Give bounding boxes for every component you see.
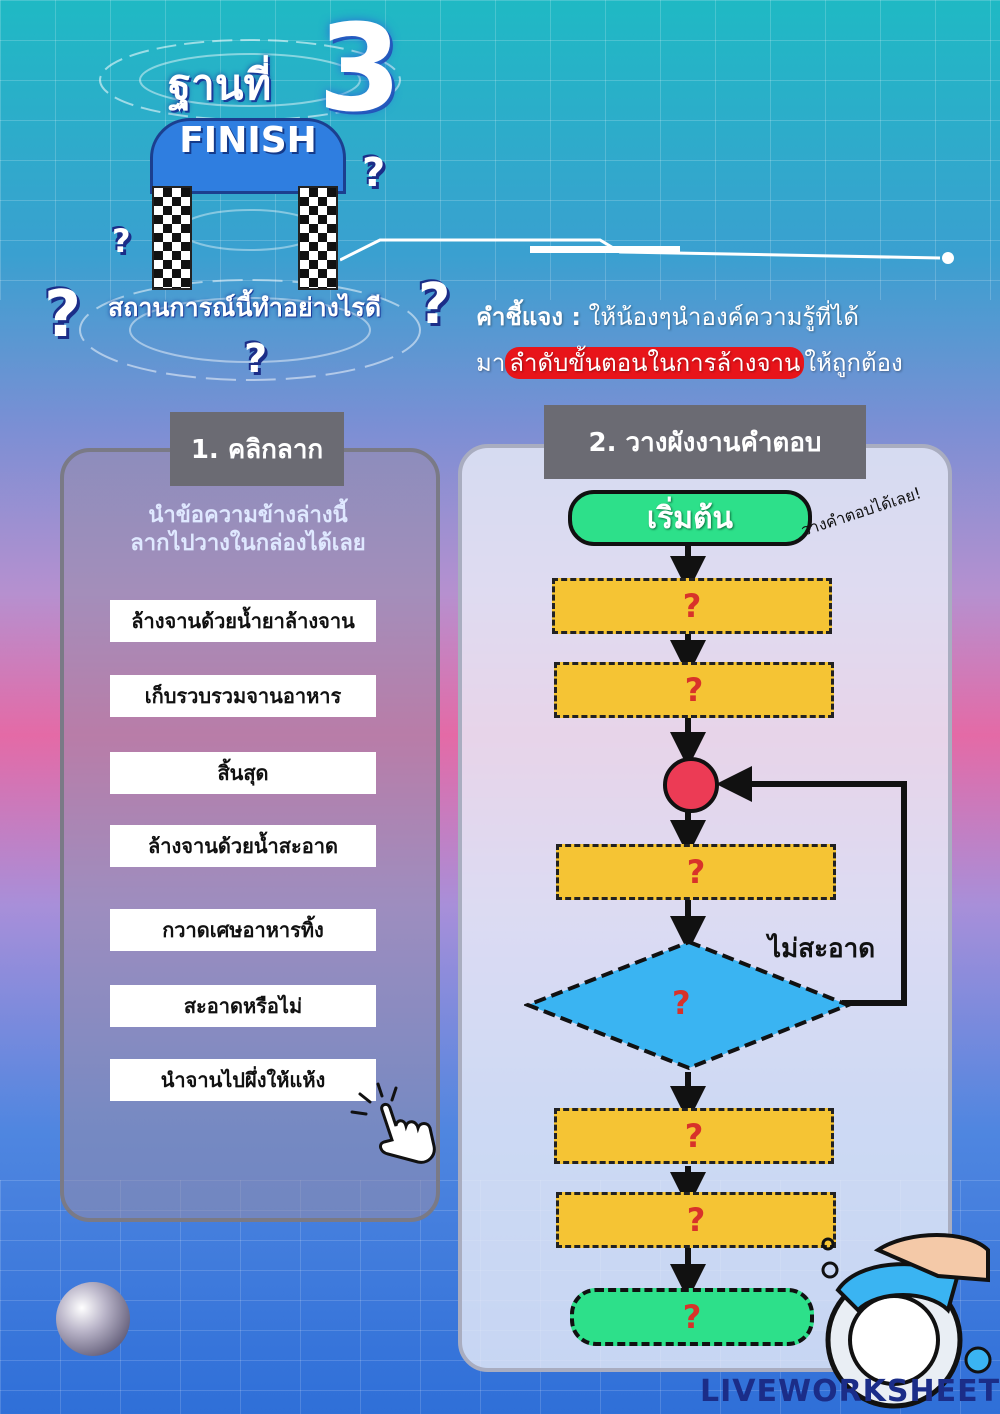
tech-line-decoration	[340, 238, 954, 264]
station-number: 3	[318, 0, 402, 139]
liveworksheets-logo: LIVEWORKSHEETS	[700, 1374, 1000, 1409]
answer-slot-6[interactable]: ?	[556, 1192, 836, 1248]
placeholder-question: ?	[684, 1117, 704, 1155]
question-mark-icon: ?	[418, 272, 451, 337]
answer-slot-3[interactable]: ?	[556, 844, 836, 900]
flowchart-connectors	[670, 540, 907, 1300]
draggable-card[interactable]: สะอาดหรือไม่	[110, 985, 376, 1027]
instructions-line2-end: ให้ถูกต้อง	[804, 349, 903, 377]
draggable-card[interactable]: ล้างจานด้วยน้ำยาล้างจาน	[110, 600, 376, 642]
finish-arch	[150, 118, 346, 194]
draggable-card[interactable]: นำจานไปผึ่งให้แห้ง	[110, 1059, 376, 1101]
answer-slot-5[interactable]: ?	[554, 1108, 834, 1164]
draggable-card[interactable]: กวาดเศษอาหารทิ้ง	[110, 909, 376, 951]
flowchart-start: เริ่มต้น	[568, 490, 812, 546]
hand-pointer-icon	[350, 1082, 436, 1164]
drag-panel-header: 1. คลิกลาก	[170, 412, 344, 486]
instructions: คำชี้แจง : ให้น้องๆนำองค์ความรู้ที่ได้ ม…	[476, 294, 903, 386]
station-label: ฐานที่	[168, 60, 272, 109]
instructions-line2-start: มา	[476, 349, 506, 377]
drag-hint-line1: นำข้อความข้างล่างนี้	[148, 503, 348, 528]
draggable-card[interactable]: เก็บรวบรวมจานอาหาร	[110, 675, 376, 717]
drag-hint-line2: ลากไปวางในกล่องได้เลย	[130, 531, 366, 556]
flowchart-panel-header: 2. วางผังงานคำตอบ	[544, 405, 866, 479]
placeholder-question: ?	[682, 1298, 702, 1336]
instructions-highlight: ลำดับขั้นตอนในการล้างจาน	[505, 347, 805, 379]
checkered-post-right	[298, 186, 338, 290]
flowchart-connector-circle	[663, 757, 719, 813]
draggable-card[interactable]: สิ้นสุด	[110, 752, 376, 794]
instructions-line1: ให้น้องๆนำองค์ความรู้ที่ได้	[588, 303, 859, 331]
question-mark-icon: ?	[244, 336, 268, 382]
not-clean-label: ไม่สะอาด	[768, 934, 876, 964]
decorative-sphere	[56, 1282, 130, 1356]
placeholder-question: ?	[686, 1201, 706, 1239]
placeholder-question: ?	[684, 671, 704, 709]
question-mark-icon: ?	[362, 150, 386, 196]
instructions-prefix: คำชี้แจง :	[476, 303, 582, 331]
placeholder-question: ?	[682, 587, 702, 625]
answer-slot-1[interactable]: ?	[552, 578, 832, 634]
checkered-post-left	[152, 186, 192, 290]
placeholder-question: ?	[672, 984, 691, 1022]
answer-slot-end[interactable]: ?	[570, 1288, 814, 1346]
answer-slot-2[interactable]: ?	[554, 662, 834, 718]
scenario-label: สถานการณ์นี้ทำอย่างไรดี	[108, 293, 382, 322]
finish-label: FINISH	[179, 120, 317, 161]
question-mark-icon: ?	[112, 222, 131, 260]
draggable-card[interactable]: ล้างจานด้วยน้ำสะอาด	[110, 825, 376, 867]
flowchart-decision[interactable]	[524, 938, 854, 1072]
placeholder-question: ?	[686, 853, 706, 891]
drag-hint: นำข้อความข้างล่างนี้ ลากไปวางในกล่องได้เ…	[60, 502, 436, 558]
washing-plate-icon	[821, 1233, 992, 1409]
question-mark-icon: ?	[44, 278, 82, 352]
